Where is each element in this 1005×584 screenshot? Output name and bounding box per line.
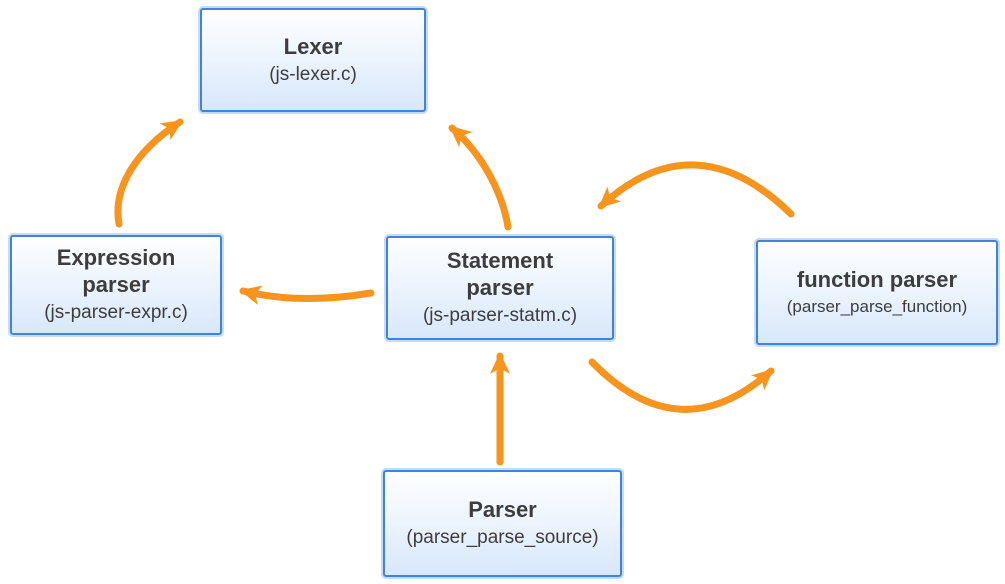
node-expression-parser-subtitle: (js-parser-expr.c) [44, 301, 188, 323]
node-lexer-title: Lexer [283, 33, 343, 59]
node-expression-parser: Expression parser (js-parser-expr.c) [10, 235, 222, 335]
node-statement-parser-subtitle: (js-parser-statm.c) [422, 304, 578, 326]
arrow-function-parser-to-statement-parser [597, 161, 795, 218]
node-parser: Parser (parser_parse_source) [383, 470, 622, 577]
node-expression-parser-title: Expression parser [56, 245, 176, 298]
node-statement-parser-title: Statement parser [446, 248, 554, 301]
arrow-statement-parser-to-function-parser [588, 358, 775, 413]
node-lexer-subtitle: (js-lexer.c) [269, 63, 357, 85]
node-parser-title: Parser [468, 497, 537, 523]
node-function-parser-title: function parser [796, 267, 958, 293]
node-statement-parser: Statement parser (js-parser-statm.c) [386, 236, 614, 340]
arrow-statement-parser-to-lexer [448, 124, 512, 231]
arrow-expression-parser-to-lexer [114, 118, 184, 228]
node-function-parser: function parser (parser_parse_function) [756, 240, 998, 345]
node-lexer: Lexer (js-lexer.c) [200, 8, 426, 112]
arrow-statement-parser-to-expression-parser [239, 285, 375, 305]
node-parser-subtitle: (parser_parse_source) [406, 527, 599, 549]
node-function-parser-subtitle: (parser_parse_function) [786, 297, 968, 317]
